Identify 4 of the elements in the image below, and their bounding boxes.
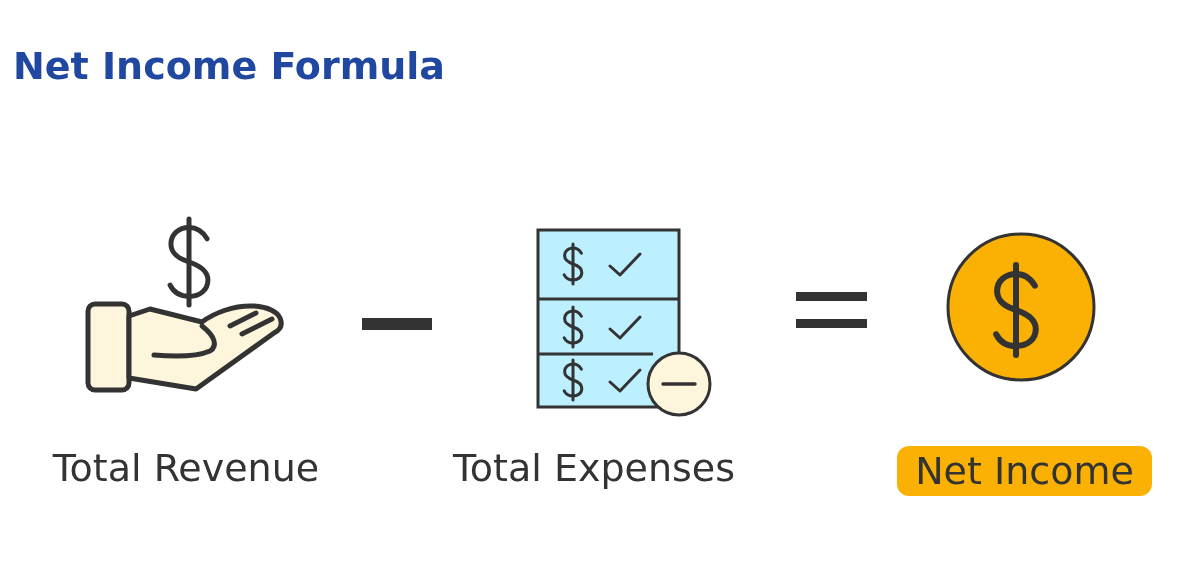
term-label: Total Expenses bbox=[453, 446, 735, 492]
term-label: Total Revenue bbox=[52, 446, 320, 492]
highlighted-term: Net Income bbox=[897, 446, 1152, 496]
title: Net Income Formula bbox=[13, 44, 445, 90]
